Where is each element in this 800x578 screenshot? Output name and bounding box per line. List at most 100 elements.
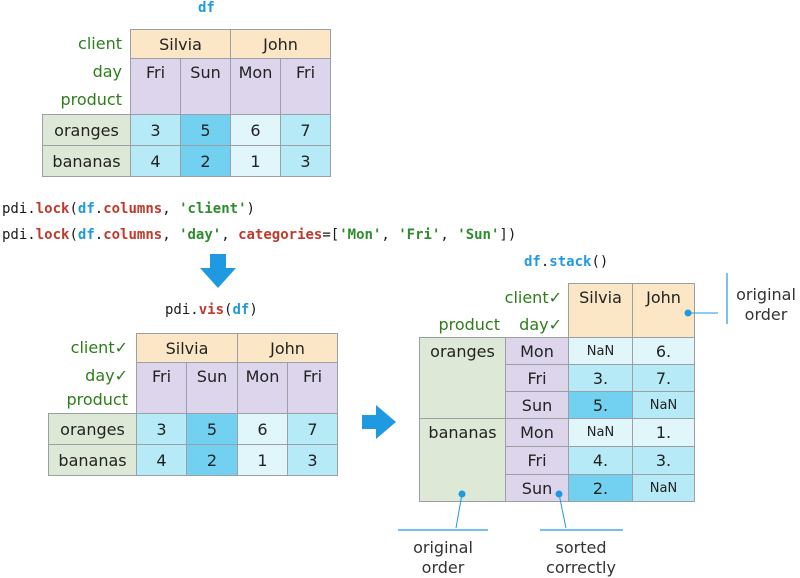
header-day: Fri (280, 58, 331, 115)
header-day: Fri (130, 58, 181, 115)
code-token: . (27, 201, 36, 217)
value-cell: 5 (180, 114, 231, 146)
code-token: , (221, 227, 239, 243)
value-cell: 5. (568, 391, 633, 419)
header-client-john: John (632, 283, 695, 338)
code-token: columns (103, 227, 163, 243)
header-day: Sun (180, 58, 231, 115)
value-cell: 3 (287, 444, 338, 476)
code-token: 'client' (179, 201, 247, 217)
vis-call: pdi.vis(df) (165, 302, 258, 318)
code-token: ( (69, 227, 78, 243)
value-cell: 4 (136, 444, 187, 476)
value-cell: 7 (280, 114, 331, 146)
day-cell: Fri (505, 446, 569, 475)
code-token: df (77, 201, 95, 217)
row-label-oranges: oranges (48, 413, 137, 445)
df-title: df (198, 0, 215, 16)
annotation-original-order-bottom: original order (396, 538, 490, 578)
value-cell: 2 (186, 444, 238, 476)
down-arrow-icon (200, 254, 236, 288)
row-label-oranges: oranges (42, 114, 131, 146)
code-token: categories (238, 227, 323, 243)
annotation-line: original (736, 285, 796, 304)
code-token: . (27, 227, 36, 243)
code-token: 'Mon' (339, 227, 382, 243)
value-cell: 3 (136, 413, 187, 445)
code-token: pdi (2, 201, 28, 217)
header-day: Mon (230, 58, 281, 115)
code-token: () (591, 254, 609, 270)
annotation-connector (558, 493, 567, 529)
code-token: lock (35, 201, 70, 217)
code-token: ) (249, 302, 258, 318)
code-token: , (440, 227, 458, 243)
value-cell: 6. (632, 337, 695, 365)
row-label-bananas: bananas (42, 145, 131, 177)
day-label: day✓ (85, 366, 128, 385)
code-token: 'Sun' (457, 227, 500, 243)
row-label-bananas: bananas (48, 444, 137, 476)
day-cell: Mon (505, 337, 569, 365)
code-token: , (381, 227, 399, 243)
value-cell: 1 (230, 145, 281, 177)
code-token: df (524, 254, 541, 270)
code-token: pdi (2, 227, 28, 243)
day-cell: Mon (505, 418, 569, 447)
value-cell: 7 (287, 413, 338, 445)
code-line-1: pdi.lock(df.columns, 'client') (2, 201, 255, 217)
group-label-bananas: bananas (419, 418, 506, 502)
code-token: ]) (499, 227, 517, 243)
annotation-original-order-right: original order (732, 285, 800, 325)
header-day: Sun (186, 362, 238, 414)
day-cell: Fri (505, 364, 569, 392)
code-token: 'Fri' (398, 227, 441, 243)
code-token: 'day' (179, 227, 222, 243)
code-line-2: pdi.lock(df.columns, 'day', categories=[… (2, 227, 516, 243)
code-token: ) (246, 201, 255, 217)
day-cell: Sun (505, 391, 569, 419)
value-cell: 3. (632, 446, 695, 475)
value-cell: 2. (568, 474, 633, 502)
annotation-line: original (413, 538, 473, 557)
value-cell: 6 (237, 413, 288, 445)
right-arrow-icon (362, 405, 396, 439)
code-token: ( (69, 201, 78, 217)
code-token: =[ (322, 227, 340, 243)
code-token: , (162, 201, 180, 217)
code-token: stack (549, 254, 592, 270)
day-label: day✓ (519, 315, 562, 334)
value-cell: NaN (568, 418, 633, 447)
client-label: client✓ (70, 338, 128, 357)
value-cell: 3 (280, 145, 331, 177)
code-token: . (540, 254, 550, 270)
annotation-line: order (421, 558, 465, 577)
annotation-line: sorted (555, 538, 607, 557)
product-label: product (438, 315, 500, 334)
value-cell: 4. (568, 446, 633, 475)
code-token: . (94, 227, 104, 243)
client-label: client (78, 34, 122, 53)
code-token: . (94, 201, 104, 217)
client-label: client✓ (504, 288, 562, 307)
header-client-john: John (237, 333, 338, 363)
code-token: , (162, 227, 180, 243)
annotation-connector (455, 493, 463, 529)
header-day: Fri (287, 362, 338, 414)
value-cell: NaN (632, 391, 695, 419)
code-token: vis (198, 302, 225, 318)
annotation-dot (684, 309, 692, 317)
stack-call: df.stack() (524, 254, 608, 270)
day-label: day (92, 62, 122, 81)
annotation-line: order (744, 305, 788, 324)
code-token: lock (35, 227, 70, 243)
code-token: . (190, 302, 199, 318)
value-cell: 2 (180, 145, 231, 177)
code-token: df (77, 227, 95, 243)
value-cell: 6 (230, 114, 281, 146)
code-token: pdi (165, 302, 191, 318)
code-token: columns (103, 201, 163, 217)
annotation-line: correctly (546, 558, 616, 577)
header-client-silvia: Silvia (568, 283, 633, 338)
